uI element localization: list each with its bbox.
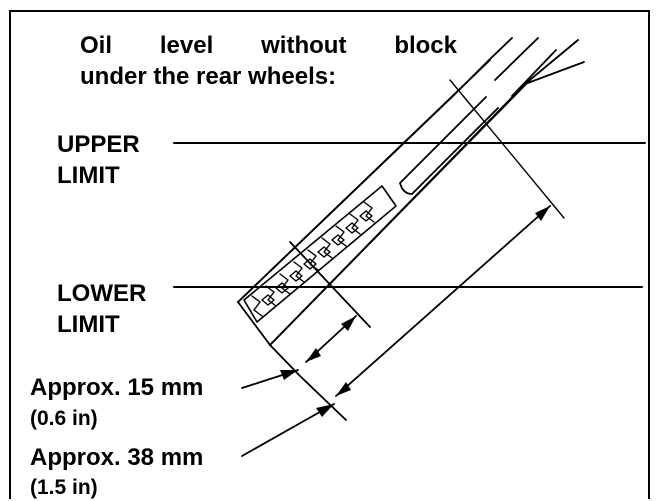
extension-line bbox=[299, 375, 347, 421]
dipstick-upper-edge bbox=[237, 59, 491, 303]
gauge-zone-hatch bbox=[251, 201, 375, 317]
upper-limit-label-line-2: LIMIT bbox=[57, 162, 120, 189]
dipstick-prong bbox=[487, 37, 513, 62]
dipstick-prong bbox=[494, 37, 539, 81]
dimension-38mm-label: Approx. 38 mm bbox=[30, 444, 204, 471]
title-line-1: Oil level without block bbox=[80, 32, 457, 59]
extension-line bbox=[449, 79, 565, 219]
dipstick-prong bbox=[524, 39, 579, 85]
dipstick-slot bbox=[399, 96, 499, 195]
dimension-15mm-label: Approx. 15 mm bbox=[30, 374, 204, 401]
gauge-zone-outline bbox=[243, 185, 397, 323]
lower-limit-label: LOWER bbox=[57, 280, 147, 307]
arrowhead bbox=[341, 316, 356, 331]
lower-limit-label-line-2: LIMIT bbox=[57, 311, 120, 338]
arrowhead bbox=[306, 348, 321, 362]
dimension-38mm-line bbox=[335, 205, 551, 397]
dimension-38mm-inches: (1.5 in) bbox=[30, 476, 98, 499]
arrowhead bbox=[535, 206, 550, 221]
title-line-2: under the rear wheels: bbox=[80, 63, 337, 90]
extension-line bbox=[289, 241, 371, 328]
dipstick-lower-edge bbox=[269, 79, 531, 346]
dipstick-prong bbox=[511, 49, 557, 97]
arrowhead bbox=[280, 370, 298, 380]
arrowhead bbox=[316, 404, 334, 417]
dipstick-tip bbox=[237, 301, 271, 346]
leader-38mm bbox=[241, 403, 335, 457]
dimension-15mm-inches: (0.6 in) bbox=[30, 407, 98, 430]
arrowhead bbox=[336, 382, 351, 396]
diagram-frame bbox=[9, 10, 650, 499]
dipstick-prong bbox=[524, 61, 585, 85]
upper-limit-label: UPPER bbox=[57, 131, 140, 158]
